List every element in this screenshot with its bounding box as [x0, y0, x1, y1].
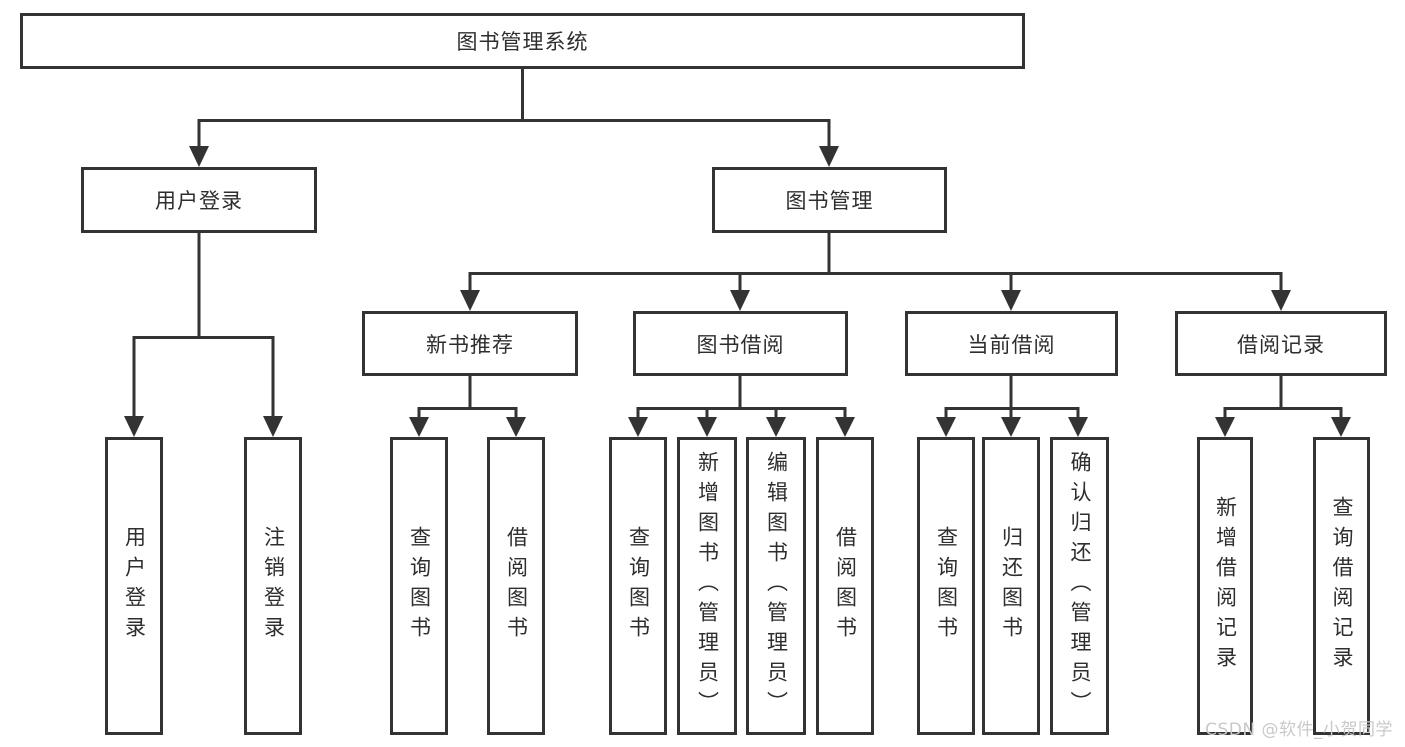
- connector-borrowing-to-leaves: [628, 376, 855, 437]
- leaf-logout: 注销登录: [244, 437, 302, 735]
- leaf-return-books-label: 归还图书: [999, 526, 1024, 646]
- leaf-return-books: 归还图书: [982, 437, 1040, 735]
- leaf-user-login: 用户登录: [105, 437, 163, 735]
- leaf-borrow-books-borrowing-label: 借阅图书: [833, 526, 858, 646]
- node-book-management: 图书管理: [712, 167, 947, 233]
- leaf-borrow-books-newbooks-label: 借阅图书: [504, 526, 529, 646]
- leaf-query-books-newbooks: 查询图书: [390, 437, 448, 735]
- leaf-query-books-current: 查询图书: [917, 437, 975, 735]
- node-borrow-records: 借阅记录: [1175, 311, 1387, 376]
- leaf-query-books-newbooks-label: 查询图书: [407, 526, 432, 646]
- connector-records-to-leaves: [1215, 376, 1351, 437]
- leaf-borrow-books-borrowing: 借阅图书: [816, 437, 874, 735]
- leaf-add-books-admin: 新增图书（管理员）: [677, 437, 737, 735]
- leaf-add-borrow-record-label: 新增借阅记录: [1213, 496, 1238, 676]
- leaf-user-login-label: 用户登录: [122, 526, 147, 646]
- connector-root-to-level2: [189, 69, 839, 167]
- leaf-confirm-return-admin-label: 确认归还（管理员）: [1068, 451, 1092, 721]
- leaf-logout-label: 注销登录: [261, 526, 286, 646]
- leaf-query-books-borrowing: 查询图书: [609, 437, 667, 735]
- node-borrow-records-label: 借阅记录: [1237, 332, 1325, 357]
- connector-book-management-to-level3: [460, 233, 1291, 311]
- node-book-borrowing: 图书借阅: [633, 311, 848, 376]
- node-book-borrowing-label: 图书借阅: [696, 332, 785, 357]
- leaf-confirm-return-admin: 确认归还（管理员）: [1050, 437, 1109, 735]
- leaf-edit-books-admin: 编辑图书（管理员）: [746, 437, 806, 735]
- connector-new-books-to-leaves: [409, 376, 526, 437]
- node-new-books: 新书推荐: [362, 311, 578, 376]
- leaf-query-books-current-label: 查询图书: [934, 526, 959, 646]
- node-library-system: 图书管理系统: [20, 13, 1025, 69]
- node-new-books-label: 新书推荐: [426, 332, 514, 357]
- node-current-borrowing: 当前借阅: [905, 311, 1118, 376]
- leaf-query-borrow-record-label: 查询借阅记录: [1330, 496, 1354, 676]
- node-current-borrowing-label: 当前借阅: [967, 332, 1056, 357]
- leaf-add-books-admin-label: 新增图书（管理员）: [695, 451, 720, 721]
- csdn-watermark: CSDN @软件_小贺同学: [1205, 720, 1393, 740]
- leaf-query-books-borrowing-label: 查询图书: [626, 526, 651, 646]
- leaf-borrow-books-newbooks: 借阅图书: [487, 437, 545, 735]
- connector-user-login-to-leaves: [124, 233, 283, 437]
- leaf-query-borrow-record: 查询借阅记录: [1313, 437, 1370, 735]
- node-user-login: 用户登录: [81, 167, 317, 233]
- leaf-edit-books-admin-label: 编辑图书（管理员）: [764, 451, 789, 721]
- node-book-management-label: 图书管理: [785, 189, 874, 213]
- node-library-system-label: 图书管理系统: [456, 30, 589, 54]
- leaf-add-borrow-record: 新增借阅记录: [1197, 437, 1253, 735]
- node-user-login-label: 用户登录: [155, 189, 243, 213]
- connector-current-to-leaves: [936, 376, 1088, 437]
